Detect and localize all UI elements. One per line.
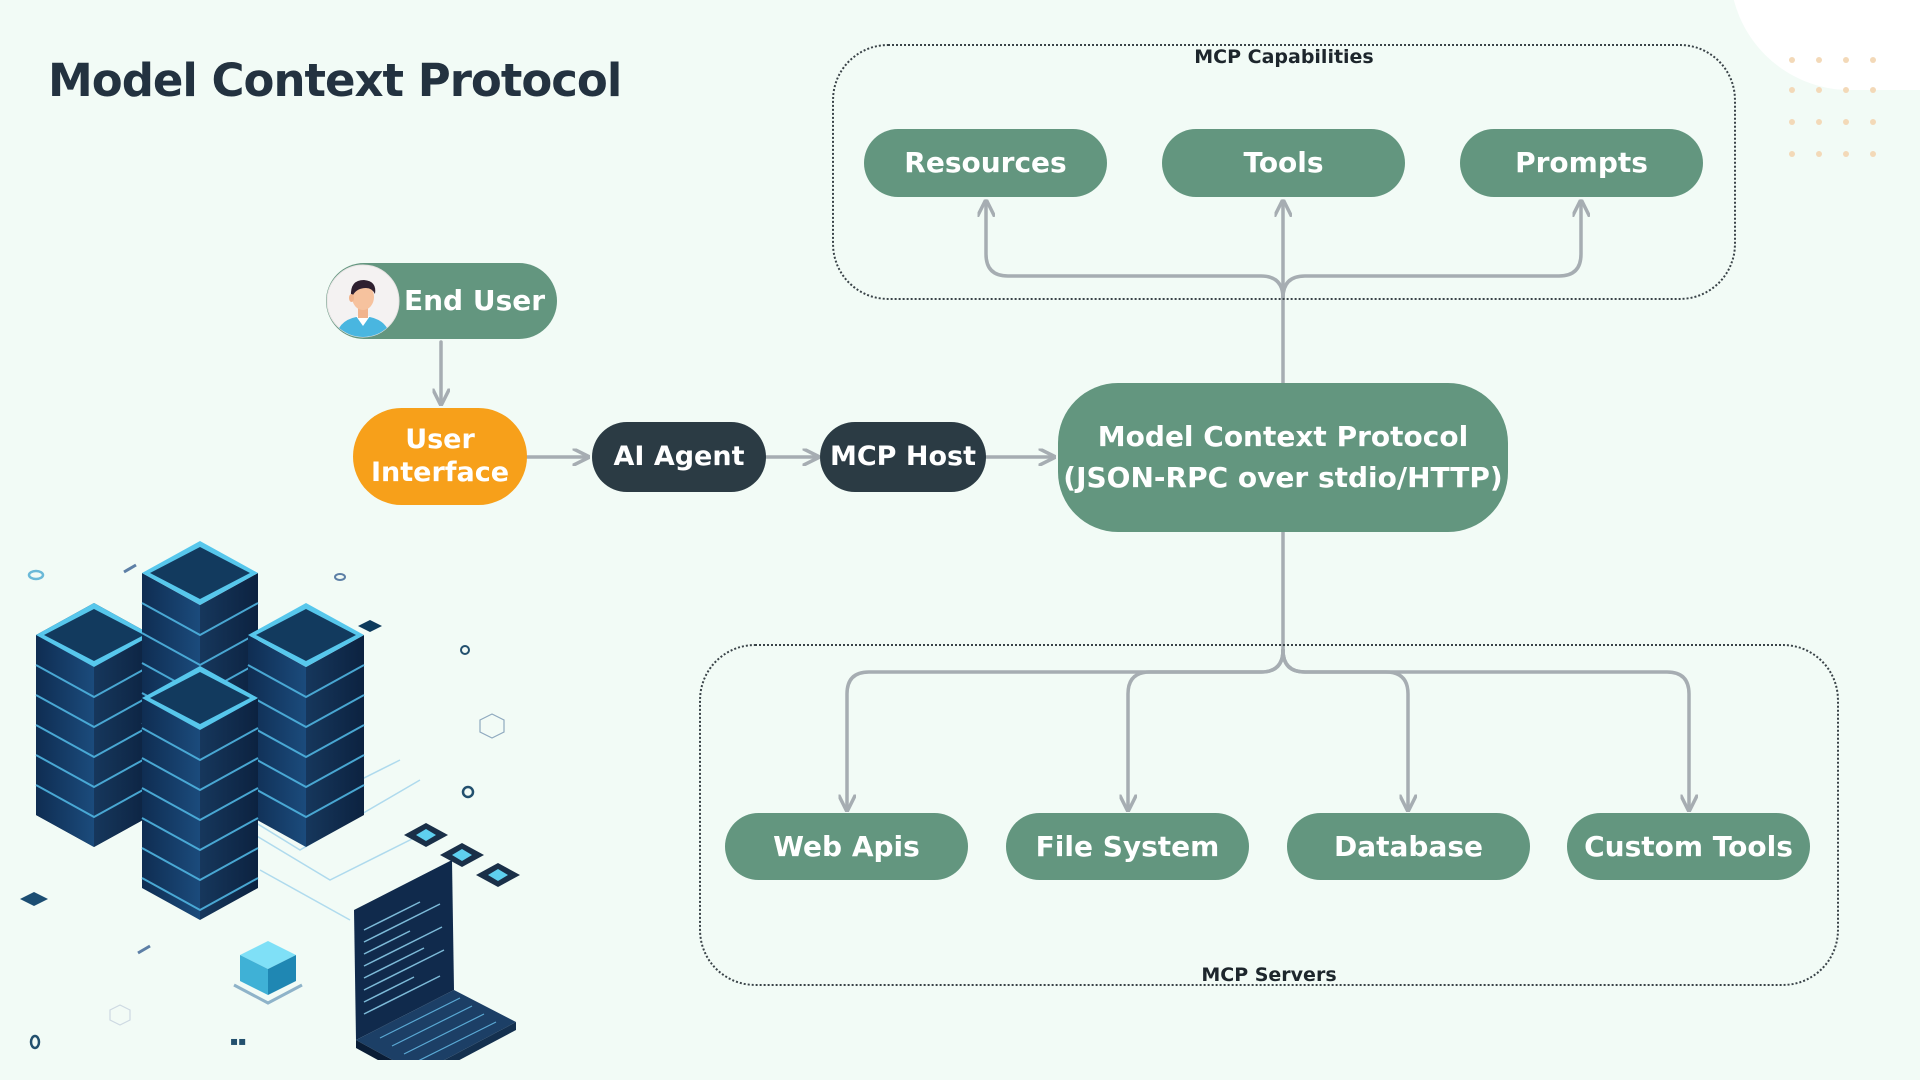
- protocol-name: Model Context Protocol: [1097, 419, 1469, 453]
- mcp-servers-label: MCP Servers: [1201, 964, 1337, 986]
- page-title: Model Context Protocol: [48, 54, 622, 107]
- mcp-capabilities-label: MCP Capabilities: [1194, 46, 1374, 68]
- prompts-node: Prompts: [1460, 129, 1703, 197]
- mcp-capabilities-group: MCP Capabilities: [832, 44, 1736, 300]
- protocol-transport: (JSON-RPC over stdio/HTTP): [1063, 460, 1503, 494]
- server-tower-back-left: [35, 603, 153, 847]
- avatar: [326, 264, 400, 338]
- mcp-servers-group: MCP Servers: [699, 644, 1839, 986]
- model-context-protocol-node: Model Context Protocol (JSON-RPC over st…: [1058, 383, 1508, 532]
- custom-tools-node: Custom Tools: [1567, 813, 1810, 880]
- laptop-icon: [354, 860, 516, 1060]
- server-tower-front: [141, 666, 259, 920]
- database-node: Database: [1287, 813, 1530, 880]
- mcp-host-node: MCP Host: [820, 422, 986, 492]
- ai-agent-node: AI Agent: [592, 422, 766, 492]
- cube-icon: [233, 941, 303, 1005]
- decorative-shapes: ▪▪ ▪▪: [20, 563, 505, 1050]
- dot-grid-decoration: [1789, 57, 1876, 157]
- user-interface-node: User Interface: [353, 408, 527, 505]
- tools-node: Tools: [1162, 129, 1405, 197]
- web-apis-node: Web Apis: [725, 813, 968, 880]
- resources-node: Resources: [864, 129, 1107, 197]
- svg-text:▪▪: ▪▪: [230, 1034, 246, 1048]
- server-illustration: ▪▪ ▪▪: [20, 541, 520, 1060]
- end-user-label: End User: [404, 284, 546, 318]
- file-system-node: File System: [1006, 813, 1249, 880]
- server-tower-back-right: [247, 603, 365, 847]
